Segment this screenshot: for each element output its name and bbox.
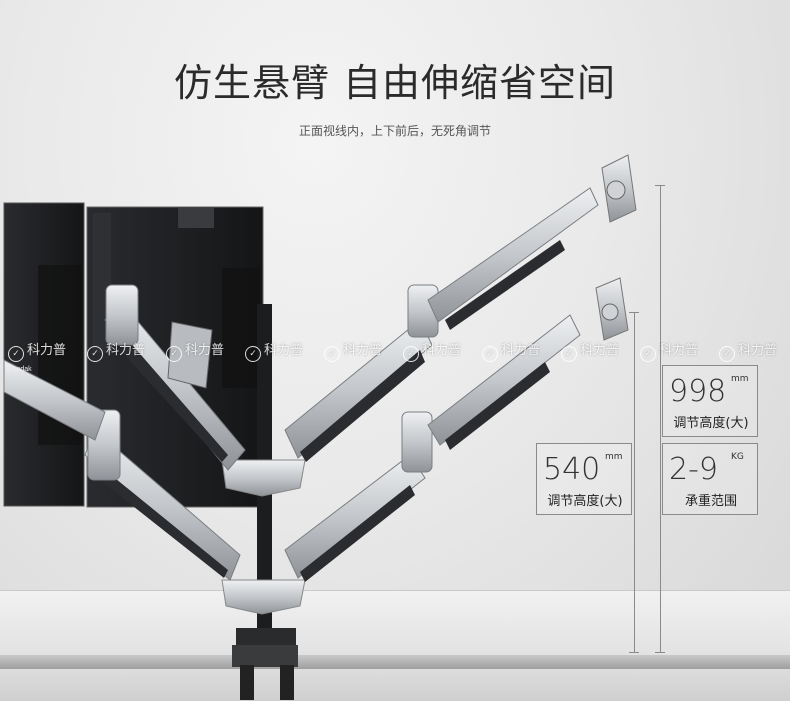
lower-joint bbox=[221, 579, 306, 615]
watermark-text: ✓科力普 bbox=[87, 339, 145, 362]
watermark-logo-icon: ✓ bbox=[87, 346, 103, 362]
arm-lower-right-upper-segment bbox=[427, 314, 581, 450]
vesa-mount-lower bbox=[595, 277, 629, 341]
arm-upper-left bbox=[104, 284, 246, 471]
watermark-logo-icon: ✓ bbox=[8, 346, 24, 362]
spec-unit: KG bbox=[731, 452, 744, 462]
dimension-cap bbox=[629, 312, 639, 313]
watermark-logo-icon: ✓ bbox=[245, 346, 261, 362]
dimension-cap bbox=[655, 652, 665, 653]
spec-max-height-998: 998 mm 调节高度(大) bbox=[662, 365, 758, 437]
watermark-logo-icon: ✓ bbox=[640, 346, 656, 362]
spec-load-range: 2-9 KG 承重范围 bbox=[662, 443, 758, 515]
height-dimension-line-540 bbox=[634, 312, 635, 652]
page-subtitle: 正面视线内，上下前后，无死角调节 bbox=[298, 124, 491, 138]
watermark-logo-icon: ✓ bbox=[403, 346, 419, 362]
spec-unit: mm bbox=[731, 374, 749, 384]
watermark-logo-icon: ✓ bbox=[166, 346, 182, 362]
watermark-text: ✓科力普 bbox=[482, 339, 540, 362]
watermark-logo-icon: ✓ bbox=[324, 346, 340, 362]
watermark-text: ✓科力普 bbox=[324, 339, 382, 362]
desk-edge bbox=[0, 655, 790, 669]
monitor-badge: E Lodak bbox=[6, 366, 32, 373]
arm-upper-right-lower-segment bbox=[284, 284, 439, 462]
watermark-text: ✓科力普 bbox=[640, 339, 698, 362]
upper-joint bbox=[221, 459, 306, 497]
spec-value: 2-9 bbox=[669, 452, 718, 487]
spec-label: 承重范围 bbox=[684, 494, 737, 509]
watermark-row: ✓科力普 ✓科力普 ✓科力普 ✓科力普 ✓科力普 ✓科力普 ✓科力普 ✓科力普 ✓科力普 ✓科力普 bbox=[0, 339, 790, 362]
vesa-mount-upper bbox=[601, 154, 637, 223]
spec-max-height-540: 540 mm 调节高度(大) bbox=[536, 443, 632, 515]
dimension-cap bbox=[655, 185, 665, 186]
arm-lower-right-lower-segment bbox=[284, 411, 433, 582]
watermark-logo-icon: ✓ bbox=[482, 346, 498, 362]
watermark-logo-icon: ✓ bbox=[719, 346, 735, 362]
spec-value: 540 bbox=[543, 452, 601, 487]
arm-lower-left bbox=[3, 359, 241, 581]
watermark-text: ✓科力普 bbox=[8, 339, 66, 362]
watermark-text: ✓科力普 bbox=[561, 339, 619, 362]
desk-surface bbox=[0, 590, 790, 701]
watermark-text: ✓科力普 bbox=[719, 339, 777, 362]
watermark-logo-icon: ✓ bbox=[561, 346, 577, 362]
spec-unit: mm bbox=[605, 452, 623, 462]
dimension-cap bbox=[629, 652, 639, 653]
watermark-text: ✓科力普 bbox=[166, 339, 224, 362]
desk-clamp bbox=[232, 628, 298, 700]
watermark-text: ✓科力普 bbox=[403, 339, 461, 362]
spec-value: 998 bbox=[669, 374, 727, 409]
watermark-text: ✓科力普 bbox=[245, 339, 303, 362]
page-title: 仿生悬臂 自由伸缩省空间 bbox=[173, 61, 617, 105]
height-dimension-line-998 bbox=[660, 185, 661, 653]
arm-upper-right-upper-segment bbox=[427, 187, 599, 330]
spec-label: 调节高度(大) bbox=[547, 494, 623, 509]
spec-label: 调节高度(大) bbox=[673, 416, 749, 431]
